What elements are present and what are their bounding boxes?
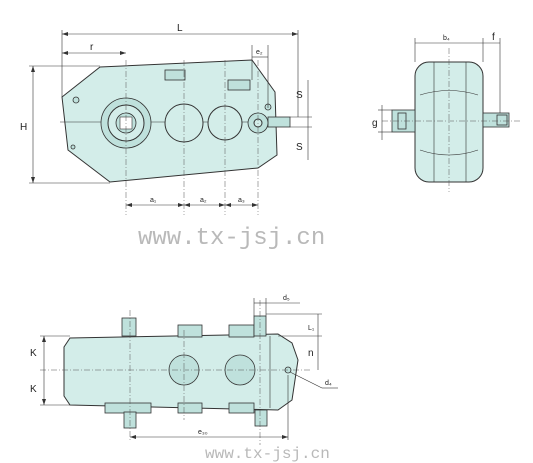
label-r: r (90, 42, 94, 53)
label-n: n (308, 348, 314, 359)
watermark-main: www.tx-jsj.cn (138, 225, 325, 252)
label-f: f (492, 32, 495, 43)
top-boss-3 (228, 324, 255, 338)
bottom-boss-2 (177, 402, 203, 414)
label-S-bottom: S (296, 142, 303, 153)
side-right-shaft-end (496, 114, 508, 126)
front-bolt-1 (72, 96, 80, 104)
label-K-top: K (30, 348, 37, 359)
bottom-boss-1 (104, 402, 152, 414)
front-bolt-3 (70, 144, 76, 150)
bottom-boss-3 (228, 402, 255, 414)
front-output-shaft (267, 116, 291, 128)
label-a1: a₁ (150, 197, 157, 204)
label-a2: a₂ (200, 197, 207, 204)
label-L1: L₁ (308, 325, 315, 332)
label-d4: d₄ (325, 380, 332, 387)
label-L: L (177, 23, 183, 34)
top-view: K K d₅ L₁ n d₄ e₃₀ (30, 295, 338, 445)
label-S-top: S (296, 90, 303, 101)
dim-d4-leader (289, 371, 323, 389)
watermark-footer: www.tx-jsj.cn (205, 445, 330, 463)
label-g: g (372, 118, 378, 129)
label-e30: e₃₀ (198, 429, 208, 436)
label-a3: a₃ (238, 197, 245, 204)
label-K-bottom: K (30, 384, 37, 395)
top-boss-1 (121, 317, 137, 337)
front-top-boss-1 (164, 69, 186, 81)
front-view: L r e₂ H S S a₁ a₂ a₃ (20, 23, 312, 215)
top-boss-2 (177, 324, 203, 338)
front-top-boss-2 (227, 79, 251, 91)
label-e2: e₂ (256, 49, 263, 56)
side-view: b₄ f g (372, 32, 520, 192)
label-b4: b₄ (443, 35, 450, 42)
bottom-shaft-2 (254, 409, 268, 427)
label-H: H (20, 122, 27, 133)
label-d5: d₅ (283, 295, 290, 302)
